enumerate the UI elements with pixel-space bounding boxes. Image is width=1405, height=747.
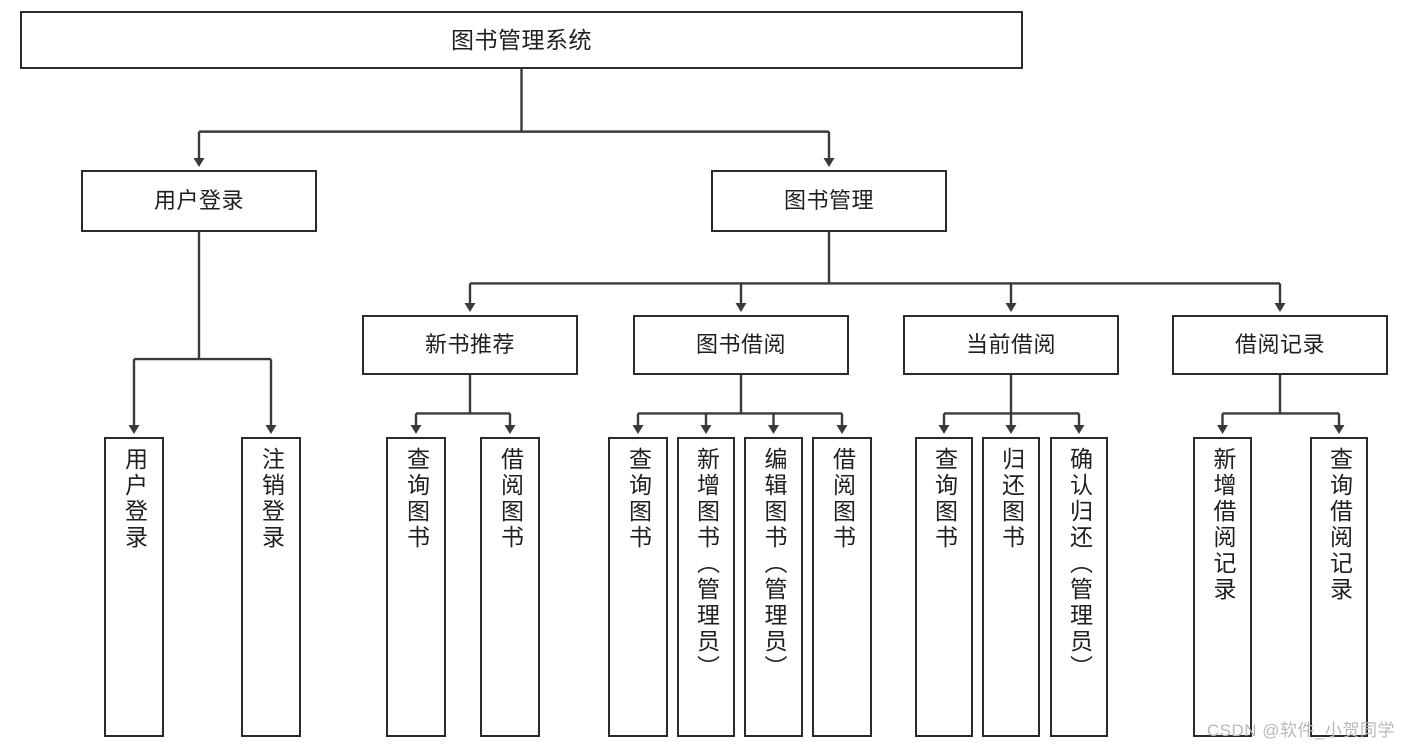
- leaf-add-borrow-record[interactable]: 新增借阅记录: [1193, 437, 1252, 737]
- leaf-add-book-label: 新增图书（管理员）: [693, 447, 720, 681]
- leaf-confirm-return[interactable]: 确认归还（管理员）: [1050, 437, 1108, 737]
- node-book-manage-label: 图书管理: [783, 188, 874, 214]
- leaf-borrow-book-recommend-label: 借阅图书: [497, 447, 524, 551]
- leaf-query-borrow-record[interactable]: 查询借阅记录: [1310, 437, 1368, 737]
- leaf-query-book-recommend[interactable]: 查询图书: [386, 437, 446, 737]
- leaf-borrow-book-label: 借阅图书: [829, 447, 856, 551]
- leaf-query-book-borrow-label: 查询图书: [625, 447, 652, 551]
- node-book-borrow-label: 图书借阅: [695, 332, 786, 358]
- leaf-user-login[interactable]: 用户登录: [104, 437, 164, 737]
- node-current-borrow-label: 当前借阅: [965, 332, 1056, 358]
- node-book-manage[interactable]: 图书管理: [711, 170, 947, 232]
- leaf-add-book[interactable]: 新增图书（管理员）: [677, 437, 735, 737]
- leaf-user-logout[interactable]: 注销登录: [241, 437, 301, 737]
- leaf-return-book-label: 归还图书: [998, 447, 1025, 551]
- node-user-login-label: 用户登录: [153, 188, 244, 214]
- leaf-return-book[interactable]: 归还图书: [982, 437, 1040, 737]
- leaf-user-login-label: 用户登录: [121, 447, 148, 551]
- node-root[interactable]: 图书管理系统: [20, 11, 1023, 69]
- node-book-borrow[interactable]: 图书借阅: [633, 315, 849, 375]
- leaf-edit-book[interactable]: 编辑图书（管理员）: [744, 437, 803, 737]
- node-user-login[interactable]: 用户登录: [81, 170, 317, 232]
- leaf-query-book-current-label: 查询图书: [931, 447, 958, 551]
- node-borrow-record[interactable]: 借阅记录: [1172, 315, 1388, 375]
- node-borrow-record-label: 借阅记录: [1234, 332, 1325, 358]
- leaf-confirm-return-label: 确认归还（管理员）: [1066, 447, 1093, 681]
- leaf-query-book-current[interactable]: 查询图书: [915, 437, 973, 737]
- leaf-add-borrow-record-label: 新增借阅记录: [1210, 447, 1236, 603]
- leaf-query-book-borrow[interactable]: 查询图书: [608, 437, 668, 737]
- leaf-borrow-book[interactable]: 借阅图书: [812, 437, 872, 737]
- node-current-borrow[interactable]: 当前借阅: [903, 315, 1119, 375]
- leaf-borrow-book-recommend[interactable]: 借阅图书: [480, 437, 540, 737]
- watermark: CSDN @软件_小贺同学: [1206, 721, 1395, 740]
- node-new-book-recommend[interactable]: 新书推荐: [362, 315, 578, 375]
- leaf-user-logout-label: 注销登录: [258, 447, 285, 551]
- leaf-query-borrow-record-label: 查询借阅记录: [1326, 447, 1353, 603]
- node-new-book-recommend-label: 新书推荐: [424, 332, 515, 358]
- leaf-edit-book-label: 编辑图书（管理员）: [761, 447, 787, 681]
- leaf-query-book-recommend-label: 查询图书: [403, 447, 430, 551]
- node-root-label: 图书管理系统: [451, 26, 592, 53]
